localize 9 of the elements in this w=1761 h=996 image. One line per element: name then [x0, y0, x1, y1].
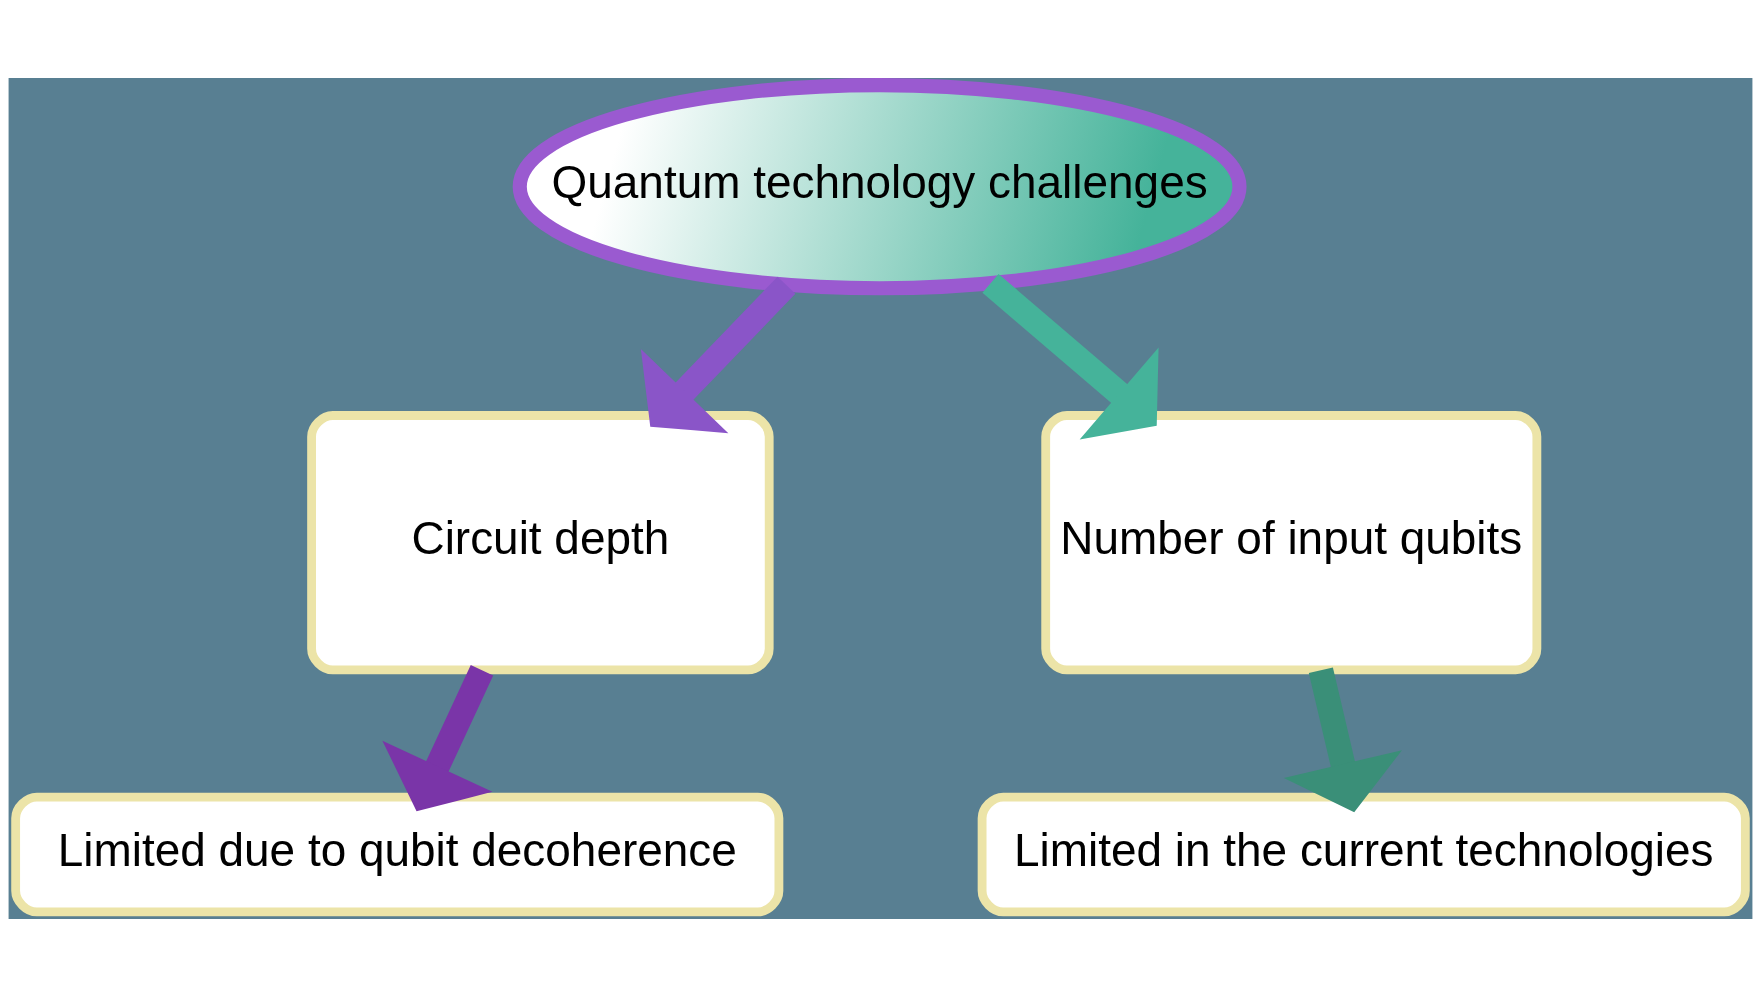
arrow	[1283, 666, 1402, 812]
arrow	[982, 273, 1159, 440]
node-box: Circuit depth	[307, 410, 774, 674]
node-ellipse: Quantum technology challenges	[512, 77, 1247, 295]
node-box: Limited in the current technologies	[977, 792, 1750, 916]
arrow	[382, 664, 494, 811]
node-box: Limited due to qubit decoherence	[11, 792, 784, 916]
node-box: Number of input qubits	[1041, 410, 1542, 674]
arrow	[640, 276, 796, 433]
